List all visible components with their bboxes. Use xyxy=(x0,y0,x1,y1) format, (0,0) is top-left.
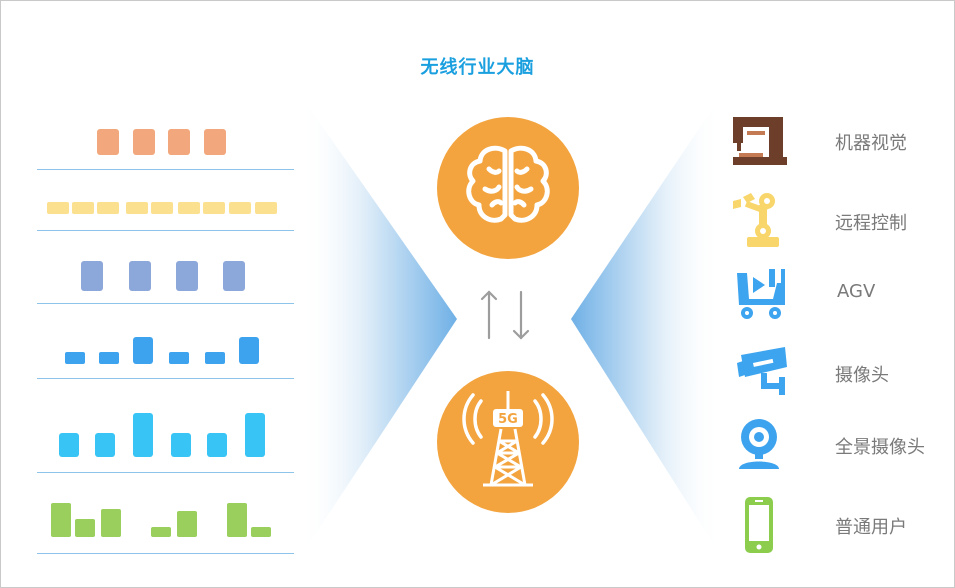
traffic-block xyxy=(176,261,198,291)
traffic-block xyxy=(129,261,151,291)
traffic-row-1 xyxy=(37,113,294,170)
scenario-label: 全景摄像头 xyxy=(835,437,925,458)
traffic-block xyxy=(99,352,119,364)
traffic-block xyxy=(47,202,69,214)
scenario-remote-control: 远程控制 xyxy=(729,191,949,251)
traffic-block xyxy=(207,433,227,457)
traffic-block xyxy=(203,202,225,214)
security-camera-icon xyxy=(737,347,787,395)
traffic-block xyxy=(168,129,190,155)
traffic-block xyxy=(245,413,265,457)
robotic-arm-icon xyxy=(733,193,779,247)
ai-brain-circle xyxy=(437,117,579,259)
right-funnel-wedge xyxy=(571,96,721,556)
traffic-block xyxy=(204,129,226,155)
traffic-block xyxy=(133,413,153,457)
traffic-block xyxy=(169,352,189,364)
traffic-block xyxy=(51,503,71,537)
traffic-block xyxy=(177,511,197,537)
traffic-block xyxy=(97,129,119,155)
traffic-block xyxy=(75,519,95,537)
traffic-row-3 xyxy=(37,231,294,304)
bidirectional-arrows-icon xyxy=(480,290,530,340)
traffic-block xyxy=(95,433,115,457)
traffic-block xyxy=(229,202,251,214)
traffic-block xyxy=(251,527,271,537)
traffic-block xyxy=(81,261,103,291)
traffic-block xyxy=(255,202,277,214)
traffic-block xyxy=(126,202,148,214)
traffic-block xyxy=(151,202,173,214)
traffic-block xyxy=(205,352,225,364)
5g-tower-icon: 5G xyxy=(462,391,554,487)
traffic-block xyxy=(133,337,153,364)
mobile-phone-icon xyxy=(745,497,773,553)
scenario-label: 远程控制 xyxy=(835,213,907,234)
sewing-machine-icon xyxy=(733,117,787,165)
left-funnel-wedge xyxy=(301,96,457,556)
5g-tower-circle: 5G xyxy=(437,371,579,513)
diagram-title: 无线行业大脑 xyxy=(420,57,535,78)
scenario-label: 机器视觉 xyxy=(835,133,907,154)
traffic-block xyxy=(223,261,245,291)
traffic-block xyxy=(59,433,79,457)
brain-icon xyxy=(466,145,550,223)
traffic-block xyxy=(101,509,121,537)
panoramic-camera-icon xyxy=(739,419,779,469)
scenario-panoramic-camera: 全景摄像头 xyxy=(729,415,949,475)
5g-label: 5G xyxy=(498,412,518,427)
traffic-row-4 xyxy=(37,304,294,379)
traffic-block xyxy=(239,337,259,364)
scenario-machine-vision: 机器视觉 xyxy=(729,111,949,171)
traffic-block xyxy=(178,202,200,214)
traffic-row-5 xyxy=(37,379,294,473)
traffic-block xyxy=(133,129,155,155)
scenario-label: 普通用户 xyxy=(835,517,907,538)
traffic-row-2 xyxy=(37,170,294,231)
scenario-agv: AGV xyxy=(729,263,949,323)
traffic-block xyxy=(227,503,247,537)
scenario-label: 摄像头 xyxy=(835,365,889,386)
traffic-row-6 xyxy=(37,473,294,554)
scenario-label: AGV xyxy=(837,281,876,302)
scenario-regular-user: 普通用户 xyxy=(729,495,949,555)
traffic-block xyxy=(171,433,191,457)
traffic-block xyxy=(65,352,85,364)
traffic-block xyxy=(97,202,119,214)
traffic-block xyxy=(72,202,94,214)
agv-cart-icon xyxy=(737,269,785,319)
traffic-block xyxy=(151,527,171,537)
scenario-camera: 摄像头 xyxy=(729,343,949,403)
